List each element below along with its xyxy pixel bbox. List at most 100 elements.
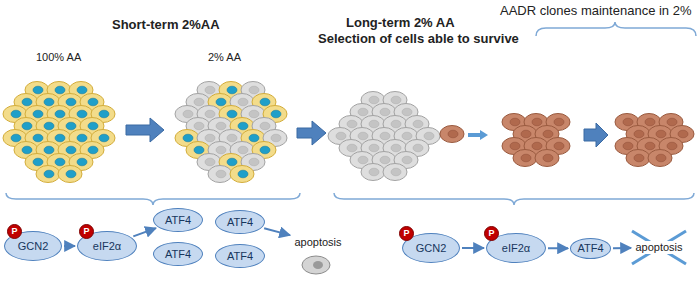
pathway-arrow [264, 228, 290, 235]
phase-title: Long-term 2% AA [346, 16, 455, 31]
cell-nucleus [260, 146, 270, 154]
cell-nucleus [44, 170, 54, 178]
node-text: eIF2α [93, 240, 121, 253]
section-title: AADR clones maintenance in 2% [500, 4, 692, 19]
protein-ellipse: ATF4 [153, 208, 203, 232]
cell [58, 166, 82, 183]
cell-nucleus [238, 98, 248, 106]
cell-nucleus [391, 96, 401, 104]
cell-nucleus [55, 110, 65, 118]
cell [440, 126, 464, 143]
phospho-mark: P [399, 226, 414, 241]
cell-nucleus [44, 98, 54, 106]
cell-nucleus [667, 118, 677, 126]
phospho-mark: P [79, 224, 94, 239]
top-bracket [536, 22, 696, 36]
cell [513, 150, 537, 167]
cell-nucleus [634, 154, 644, 162]
phospho-mark: P [484, 226, 499, 241]
cell-nucleus [402, 132, 412, 140]
protein-ellipse: ATF4 [215, 210, 265, 234]
cell-nucleus [380, 108, 390, 116]
cell-nucleus [543, 154, 553, 162]
cell-nucleus [369, 168, 379, 176]
cell [361, 164, 385, 181]
cell-nucleus [532, 118, 542, 126]
cell-nucleus [22, 122, 32, 130]
cell-nucleus [380, 132, 390, 140]
cell-nucleus [216, 122, 226, 130]
protein-ellipse: ATF4 [215, 244, 265, 268]
cell-nucleus [238, 146, 248, 154]
cell-nucleus [11, 134, 21, 142]
cell-nucleus [238, 170, 248, 178]
cell-nucleus [55, 134, 65, 142]
cell-nucleus [194, 146, 204, 154]
cell [230, 166, 254, 183]
cell-nucleus [448, 130, 458, 138]
cell-nucleus [194, 98, 204, 106]
cell-nucleus [402, 108, 412, 116]
cell-nucleus [216, 146, 226, 154]
cell-nucleus [249, 86, 259, 94]
cell-nucleus [678, 130, 688, 138]
cell-nucleus [260, 122, 270, 130]
pathway-arrow [613, 247, 631, 249]
cell-nucleus [645, 118, 655, 126]
cell-nucleus [413, 120, 423, 128]
cell-nucleus [205, 110, 215, 118]
cell-nucleus [391, 168, 401, 176]
cell-nucleus [554, 118, 564, 126]
cell-nucleus [88, 146, 98, 154]
cell-nucleus [77, 86, 87, 94]
bottom-bracket [334, 193, 694, 205]
protein-ellipse: ATF4 [570, 238, 611, 259]
cell-nucleus [22, 98, 32, 106]
cell-nucleus [227, 134, 237, 142]
cell-nucleus [66, 146, 76, 154]
node-text: apoptosis [633, 241, 684, 254]
cell [36, 166, 60, 183]
cell [208, 166, 232, 183]
cell-nucleus [227, 86, 237, 94]
cell-nucleus [183, 134, 193, 142]
cell-nucleus [88, 98, 98, 106]
block-arrow [297, 121, 326, 145]
cell-nucleus [358, 156, 368, 164]
node-text: ATF4 [577, 242, 603, 255]
node-text: ATF4 [165, 248, 191, 261]
cell-nucleus [543, 130, 553, 138]
cell-nucleus [521, 154, 531, 162]
cell-nucleus [66, 122, 76, 130]
cell-nucleus [347, 120, 357, 128]
cell-nucleus [205, 134, 215, 142]
node-text: ATF4 [227, 250, 253, 263]
cell-nucleus [347, 144, 357, 152]
apoptotic-nucleus [313, 261, 323, 269]
cell-nucleus [33, 158, 43, 166]
cell-nucleus [205, 158, 215, 166]
cell-nucleus [227, 110, 237, 118]
block-arrow [126, 118, 164, 142]
cell-nucleus [510, 118, 520, 126]
cell-nucleus [667, 142, 677, 150]
cell-nucleus [656, 154, 666, 162]
cell-nucleus [205, 86, 215, 94]
node-text: ATF4 [165, 214, 191, 227]
cell [383, 164, 407, 181]
cell-nucleus [402, 156, 412, 164]
cell-nucleus [249, 110, 259, 118]
node-text: GCN2 [18, 240, 49, 253]
cell-nucleus [413, 144, 423, 152]
cell [535, 150, 559, 167]
cell-nucleus [336, 132, 346, 140]
phospho-letter: P [488, 228, 494, 238]
cell-nucleus [77, 110, 87, 118]
cell-nucleus [238, 122, 248, 130]
phase-title: Short-term 2%AA [112, 18, 220, 33]
cell-nucleus [249, 134, 259, 142]
cell-nucleus [634, 130, 644, 138]
cell [648, 150, 672, 167]
protein-ellipse: ATF4 [153, 242, 203, 266]
cell-nucleus [88, 122, 98, 130]
